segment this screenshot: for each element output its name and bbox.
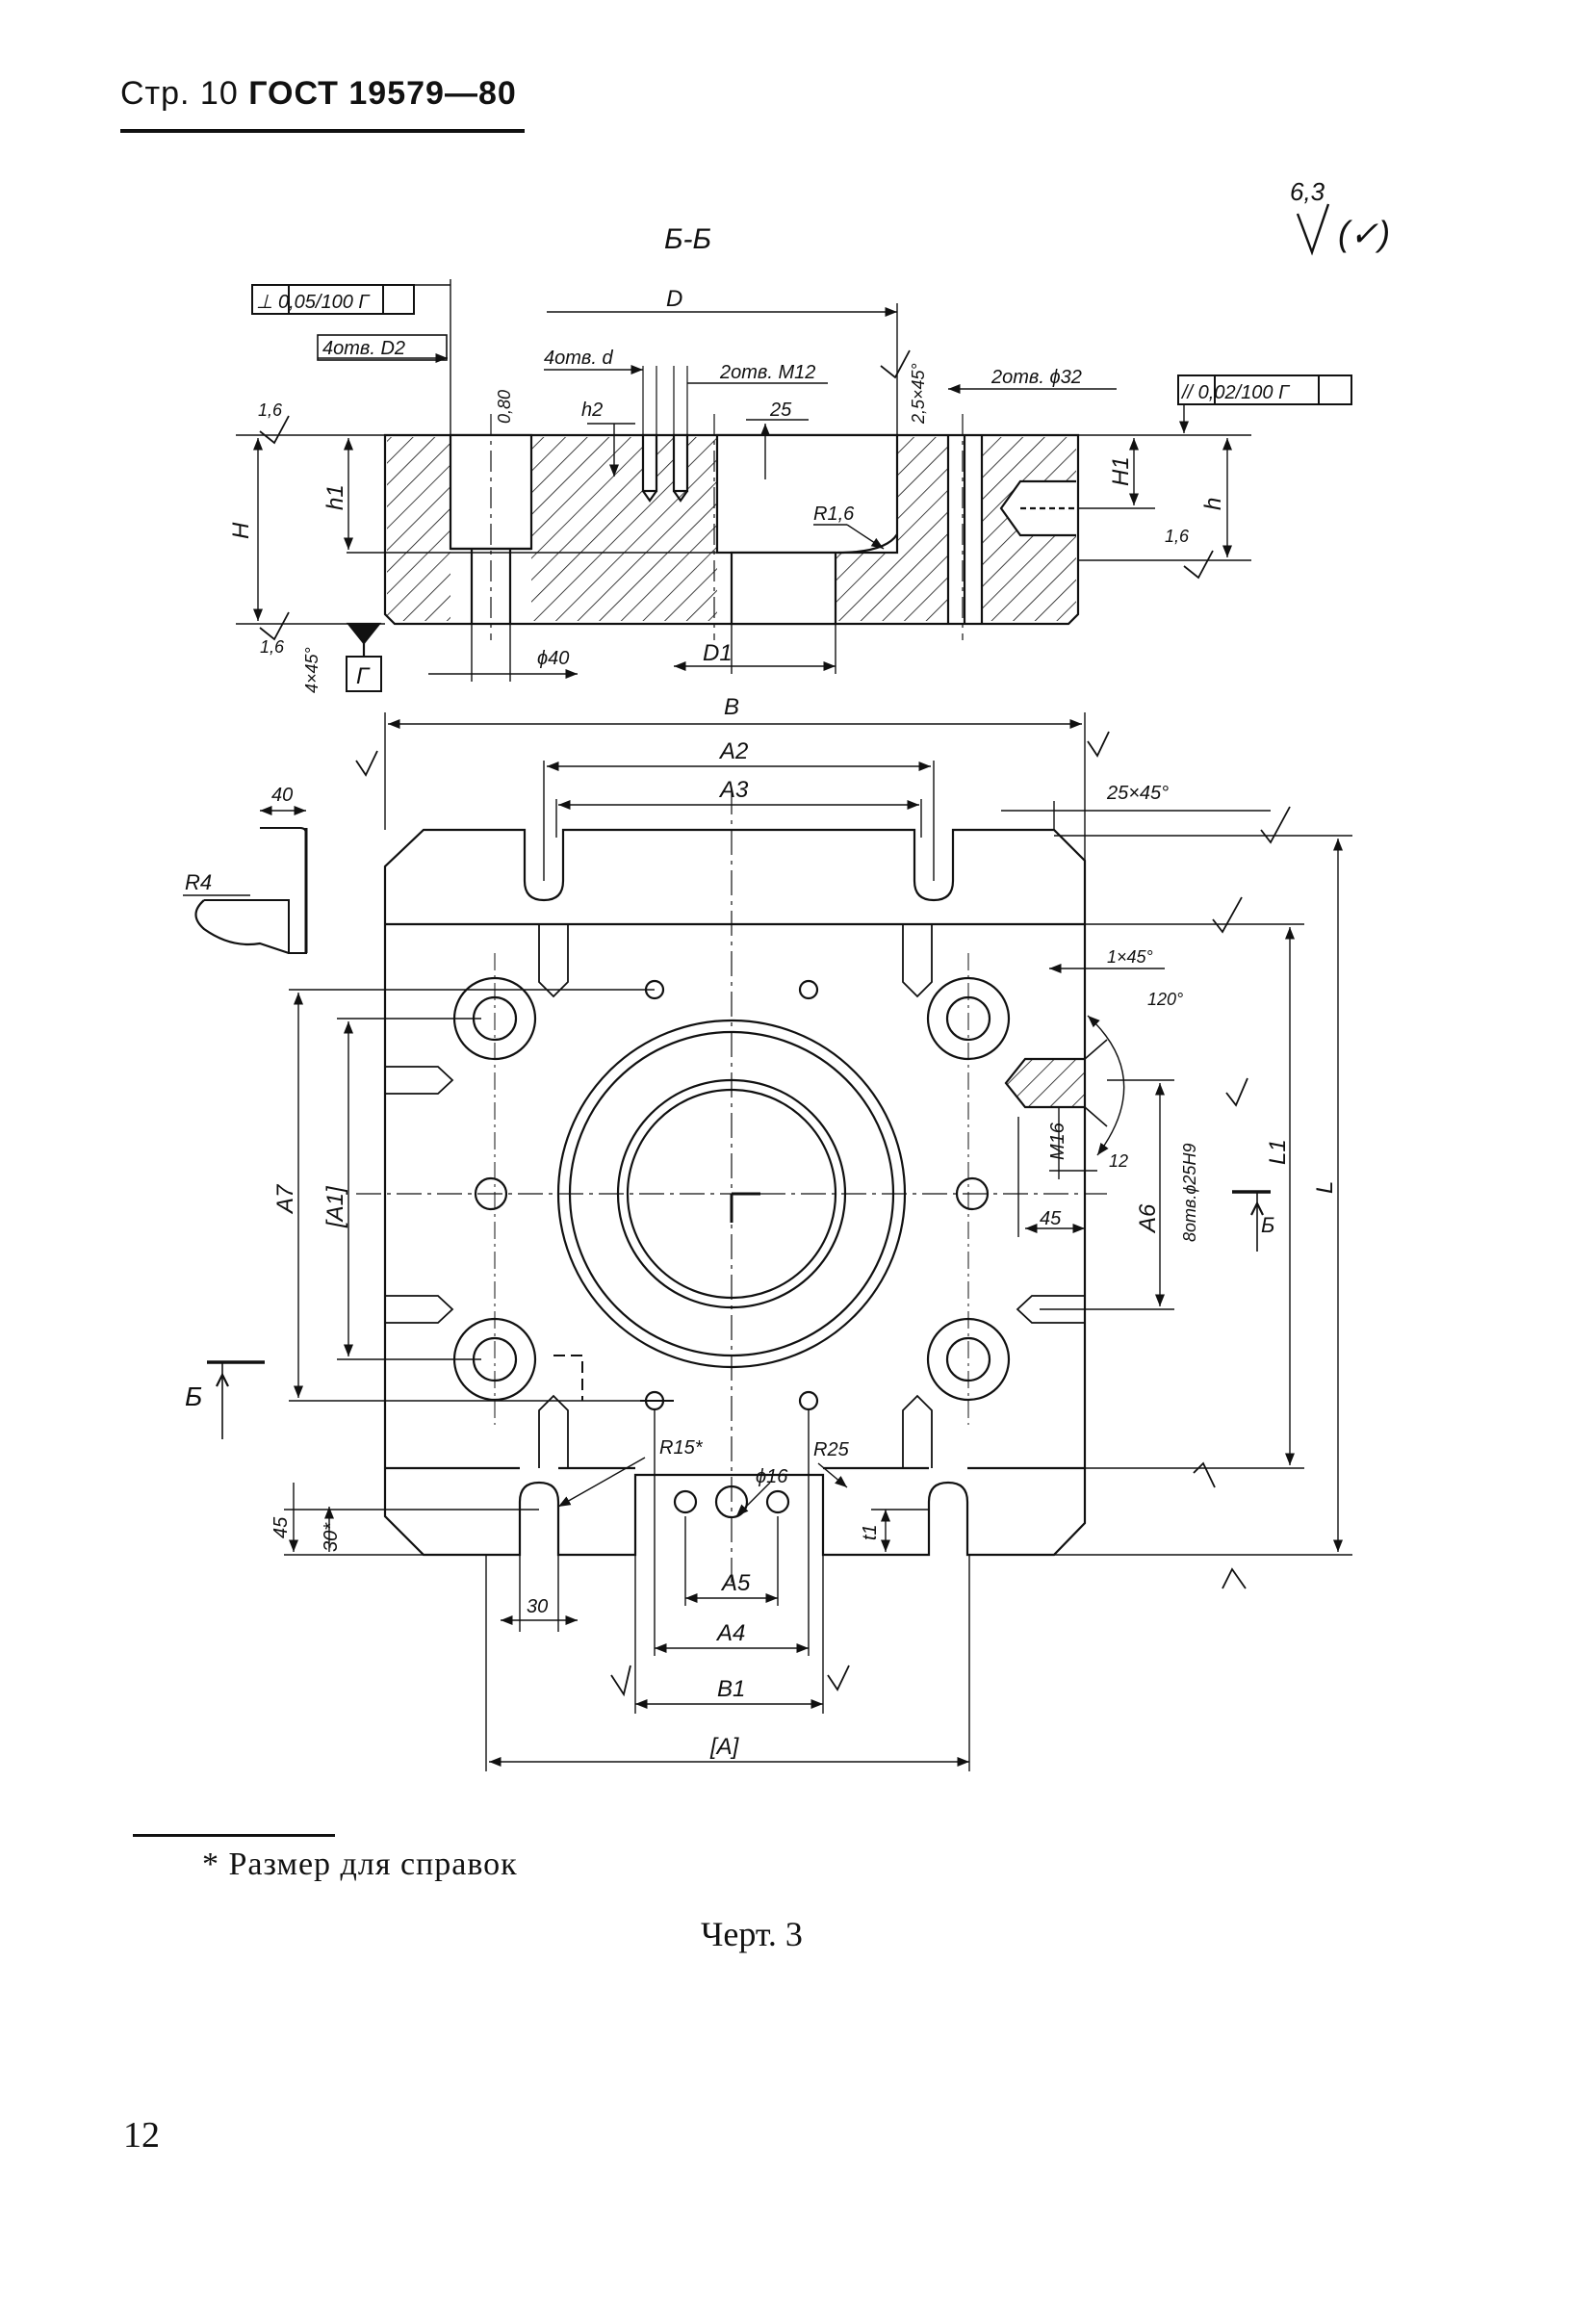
label-rough-16-bottom: 1,6: [260, 637, 285, 657]
footnote-rule: [133, 1834, 335, 1837]
section-view: [236, 203, 1352, 692]
label-B1: B1: [717, 1676, 745, 1702]
label-h1: h1: [322, 484, 348, 510]
label-dim45-right: 45: [1040, 1208, 1062, 1229]
label-A4: A4: [715, 1620, 745, 1646]
label-h2: h2: [581, 400, 603, 421]
roughness-general: 6,3: [1290, 177, 1325, 206]
label-dim12: 12: [1109, 1151, 1128, 1171]
label-dim30-star: 30*: [321, 1522, 342, 1552]
label-rough-080: 0,80: [495, 390, 514, 424]
header-rule: [120, 129, 525, 133]
tolerance-parallelism: // 0,02/100 Г: [1180, 382, 1291, 403]
section-mark-right: Б: [1261, 1213, 1274, 1237]
label-A6: A6: [1135, 1203, 1161, 1234]
label-m12-holes: 2отв. М12: [719, 362, 815, 383]
standard-number: ГОСТ 19579—80: [248, 75, 517, 112]
label-L1: L1: [1265, 1139, 1291, 1165]
label-D: D: [666, 286, 682, 312]
label-B: B: [724, 694, 739, 720]
page-number: 12: [123, 2115, 160, 2156]
label-A2: A2: [718, 738, 748, 764]
label-A3: A3: [718, 777, 749, 803]
label-phi32-holes: 2отв. ϕ32: [990, 367, 1082, 388]
label-phi16: ϕ16: [756, 1466, 788, 1487]
footnote: * Размер для справок: [202, 1846, 518, 1882]
drawing-labels: Б-Б 6,3 (✓) ⊥ 0,05/100 Г // 0,02/100 Г Г…: [185, 177, 1390, 1760]
label-A7: A7: [272, 1183, 298, 1215]
label-A1: [A1]: [322, 1185, 348, 1228]
label-chamfer-25-45: 25×45°: [1106, 783, 1169, 804]
label-A5: A5: [720, 1570, 751, 1596]
section-label: Б-Б: [664, 223, 711, 255]
label-phi40: ϕ40: [537, 648, 569, 669]
label-dim45-left: 45: [270, 1516, 292, 1538]
label-rough-16-right: 1,6: [1165, 527, 1190, 546]
label-H: H: [228, 522, 254, 539]
datum-label: Г: [356, 663, 371, 689]
label-D2-holes: 4отв. D2: [322, 338, 405, 359]
plan-view: [183, 712, 1352, 1771]
label-R4: R4: [185, 870, 212, 894]
label-chamfer-4x45: 4×45°: [302, 647, 322, 693]
page-header: Стр. 10 ГОСТ 19579—80: [120, 75, 517, 113]
label-dim40: 40: [271, 785, 293, 806]
label-angle-120: 120°: [1147, 990, 1183, 1009]
figure-caption: Черт. 3: [701, 1915, 803, 1953]
label-h: h: [1200, 498, 1226, 510]
label-R25: R25: [813, 1439, 850, 1460]
label-t1: t1: [860, 1524, 881, 1540]
tolerance-perpendicularity: ⊥ 0,05/100 Г: [256, 292, 371, 313]
label-dim25: 25: [769, 400, 792, 421]
label-H1: H1: [1108, 456, 1134, 486]
label-L: L: [1312, 1181, 1338, 1194]
label-dim30: 30: [527, 1596, 548, 1617]
roughness-general-paren: (✓): [1338, 214, 1390, 253]
label-d-holes: 4отв. d: [544, 348, 613, 369]
section-mark-left: Б: [185, 1381, 202, 1411]
label-rough-16: 1,6: [258, 400, 283, 420]
label-chamfer-25x45: 2,5×45°: [909, 363, 928, 425]
label-A: [A]: [709, 1734, 740, 1760]
label-holes-phi25: 8отв.ϕ25H9: [1180, 1144, 1199, 1242]
label-chamfer-1x45: 1×45°: [1107, 947, 1153, 967]
label-D1: D1: [703, 640, 733, 666]
page-prefix: Стр. 10: [120, 75, 239, 112]
label-R15: R15*: [659, 1437, 704, 1459]
label-M16: M16: [1047, 1122, 1068, 1160]
label-R1-6: R1,6: [813, 504, 855, 525]
